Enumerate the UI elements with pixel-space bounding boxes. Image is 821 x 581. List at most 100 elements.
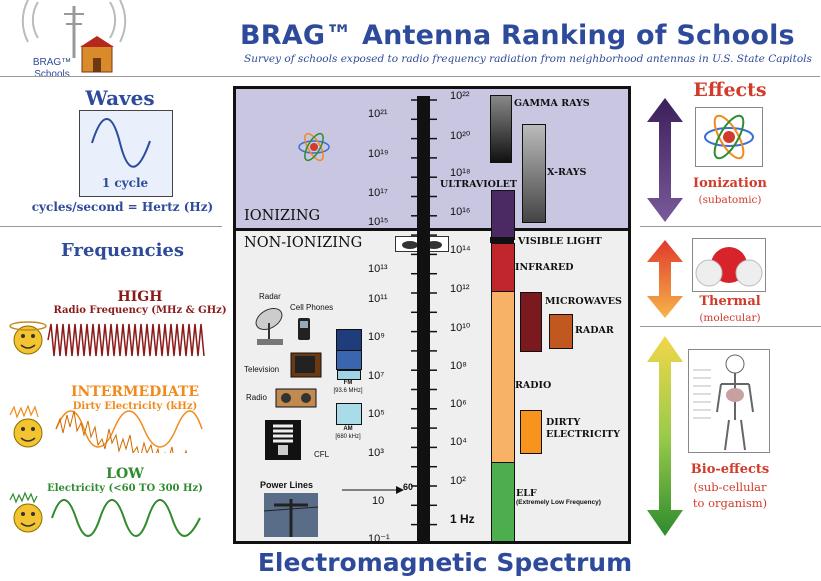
visible-light-label: VISIBLE LIGHT bbox=[518, 236, 602, 247]
left-tick-label: 10¹⁷ bbox=[368, 187, 388, 199]
cell-band-2 bbox=[336, 350, 362, 370]
page-title: BRAG™ Antenna Ranking of Schools bbox=[240, 20, 795, 51]
spectrum-panel bbox=[233, 86, 631, 544]
low-subtitle: Electricity (<60 TO 300 Hz) bbox=[47, 483, 203, 494]
fm-label: FM bbox=[343, 380, 353, 386]
cell-band-1 bbox=[336, 329, 362, 352]
right-tick-label: 10¹⁸ bbox=[450, 167, 471, 179]
hertz-caption: cycles/second = Hertz (Hz) bbox=[31, 200, 214, 214]
ionization-arrow bbox=[647, 98, 683, 222]
thermal-label: Thermal bbox=[699, 294, 761, 309]
cfl-label: CFL bbox=[314, 450, 330, 459]
thermal-arrow bbox=[647, 240, 683, 318]
spectrum-title: Electromagnetic Spectrum bbox=[257, 548, 633, 577]
spectrum-axis bbox=[417, 96, 430, 543]
dirty-label-1: DIRTY bbox=[546, 417, 581, 428]
television-icon bbox=[290, 352, 322, 378]
radio-icon bbox=[275, 388, 317, 408]
left-tick-label: 10⁹ bbox=[368, 331, 385, 343]
right-tick-label: 10²² bbox=[450, 90, 470, 102]
tv-source-label: Television bbox=[244, 365, 280, 374]
radar-dish-icon bbox=[255, 308, 283, 345]
low-frequency-wave bbox=[9, 491, 201, 537]
logo bbox=[20, 0, 130, 80]
left-tick-label: 10¹¹ bbox=[368, 293, 388, 305]
left-tick-label: 10²¹ bbox=[368, 108, 388, 120]
fm-band bbox=[337, 370, 361, 380]
thermal-sublabel: (molecular) bbox=[699, 312, 761, 324]
dirty-electricity-band bbox=[520, 410, 542, 454]
right-tick-label: 10² bbox=[450, 475, 466, 487]
bio-effects-image bbox=[688, 349, 770, 453]
dirty-label-2: ELECTRICITY bbox=[546, 429, 620, 440]
effects-divider-1 bbox=[640, 226, 821, 227]
antenna-icon bbox=[21, 0, 127, 73]
left-tick-label: 10¹⁹ bbox=[368, 148, 389, 160]
frequencies-heading: Frequencies bbox=[61, 240, 184, 261]
cycle-caption: 1 cycle bbox=[101, 176, 149, 190]
radio-band bbox=[491, 291, 515, 464]
gamma-band bbox=[490, 95, 512, 163]
left-tick-label: 10¹³ bbox=[368, 263, 388, 275]
high-subtitle: Radio Frequency (MHz & GHz) bbox=[53, 305, 227, 316]
right-tick-label: 10¹² bbox=[450, 283, 470, 295]
high-title: HIGH bbox=[117, 289, 163, 305]
atom-icon bbox=[704, 114, 754, 160]
radio-label: RADIO bbox=[515, 380, 552, 391]
low-title: LOW bbox=[106, 466, 144, 482]
radar-band bbox=[549, 314, 573, 349]
water-molecule-icon bbox=[695, 247, 763, 287]
left-tick-label: 10¹⁵ bbox=[368, 216, 389, 228]
gamma-label: GAMMA RAYS bbox=[514, 98, 590, 109]
microwaves-label: MICROWAVES bbox=[545, 296, 622, 307]
infrared-label: INFRARED bbox=[515, 262, 574, 273]
ionization-sublabel: (subatomic) bbox=[698, 194, 762, 206]
bio-effects-label: Bio-effects bbox=[690, 462, 770, 477]
left-tick-label: 10³ bbox=[368, 447, 384, 459]
cell-source-label: Cell Phones bbox=[290, 303, 334, 312]
intermediate-title: INTERMEDIATE bbox=[70, 384, 200, 400]
am-frequency: [680 kHz] bbox=[335, 434, 361, 440]
right-tick-label: 1 Hz bbox=[450, 512, 475, 526]
power-lines-label: Power Lines bbox=[260, 480, 314, 490]
thermal-image bbox=[692, 238, 766, 292]
bio-effects-arrow bbox=[647, 336, 683, 536]
elf-band bbox=[491, 462, 515, 542]
radar-source-label: Radar bbox=[259, 292, 281, 301]
intermediate-subtitle: Dirty Electricity (kHz) bbox=[72, 401, 198, 412]
ultraviolet-label: ULTRAVIOLET bbox=[440, 179, 517, 190]
right-tick-label: 10¹⁶ bbox=[450, 206, 471, 218]
xray-band bbox=[522, 124, 546, 223]
am-label: AM bbox=[343, 426, 353, 432]
non-ionizing-region bbox=[236, 229, 628, 541]
right-tick-label: 10¹⁰ bbox=[450, 322, 471, 334]
right-tick-label: 10⁶ bbox=[450, 398, 467, 410]
marker-60: 60 bbox=[403, 482, 414, 492]
human-anatomy-icon bbox=[693, 354, 754, 451]
wave-box bbox=[79, 110, 173, 197]
uv-band bbox=[491, 190, 515, 240]
effects-heading: Effects bbox=[693, 79, 767, 101]
axis-ticks bbox=[411, 99, 437, 526]
xray-label: X-RAYS bbox=[547, 167, 587, 178]
right-tick-label: 10⁴ bbox=[450, 436, 467, 448]
power-lines-icon bbox=[264, 493, 318, 537]
infrared-band bbox=[491, 243, 515, 293]
bio-effects-sublabel-2: to organism) bbox=[692, 496, 768, 510]
elf-label: ELF bbox=[516, 488, 537, 499]
left-tick-label: 10⁻¹ bbox=[368, 533, 390, 545]
visible-band bbox=[490, 237, 514, 243]
cfl-bulb-icon bbox=[265, 420, 301, 460]
left-tick-label: 10⁷ bbox=[368, 370, 385, 382]
arrow-60-icon bbox=[342, 486, 404, 494]
left-tick-label: 10⁵ bbox=[368, 408, 385, 420]
fm-frequency: [93.6 MHz] bbox=[333, 388, 363, 394]
left-tick-label: 10 bbox=[372, 495, 385, 507]
ionizing-region bbox=[236, 89, 628, 229]
bio-effects-sublabel-1: (sub-cellular bbox=[693, 480, 767, 494]
effects-divider-2 bbox=[640, 326, 821, 327]
ionization-image bbox=[695, 107, 763, 167]
logo-text: BRAG™ Schools bbox=[32, 57, 72, 80]
left-divider bbox=[0, 226, 222, 227]
radio-source-label: Radio bbox=[246, 393, 267, 402]
